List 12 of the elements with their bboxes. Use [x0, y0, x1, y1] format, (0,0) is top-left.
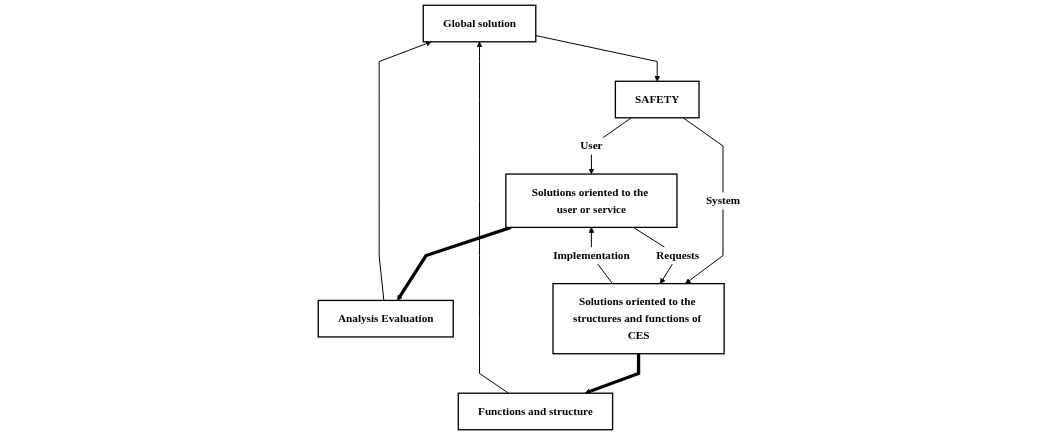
edge-label: System: [705, 194, 741, 207]
node-box: Global solution: [422, 4, 537, 43]
node-box: Solutions oriented to the structures and functions of CES: [552, 282, 725, 355]
arrow: [397, 225, 512, 301]
node-box: SAFETY: [614, 80, 700, 119]
node-box: Analysis Evaluation: [317, 299, 454, 338]
edge-label: User: [580, 139, 603, 153]
edge-label: Implementation: [553, 249, 630, 262]
arrow: [584, 353, 641, 395]
node-box: Functions and structure: [457, 392, 614, 431]
edge-label: Requests: [656, 249, 700, 262]
node-box: Solutions oriented to the user or service: [505, 173, 678, 229]
